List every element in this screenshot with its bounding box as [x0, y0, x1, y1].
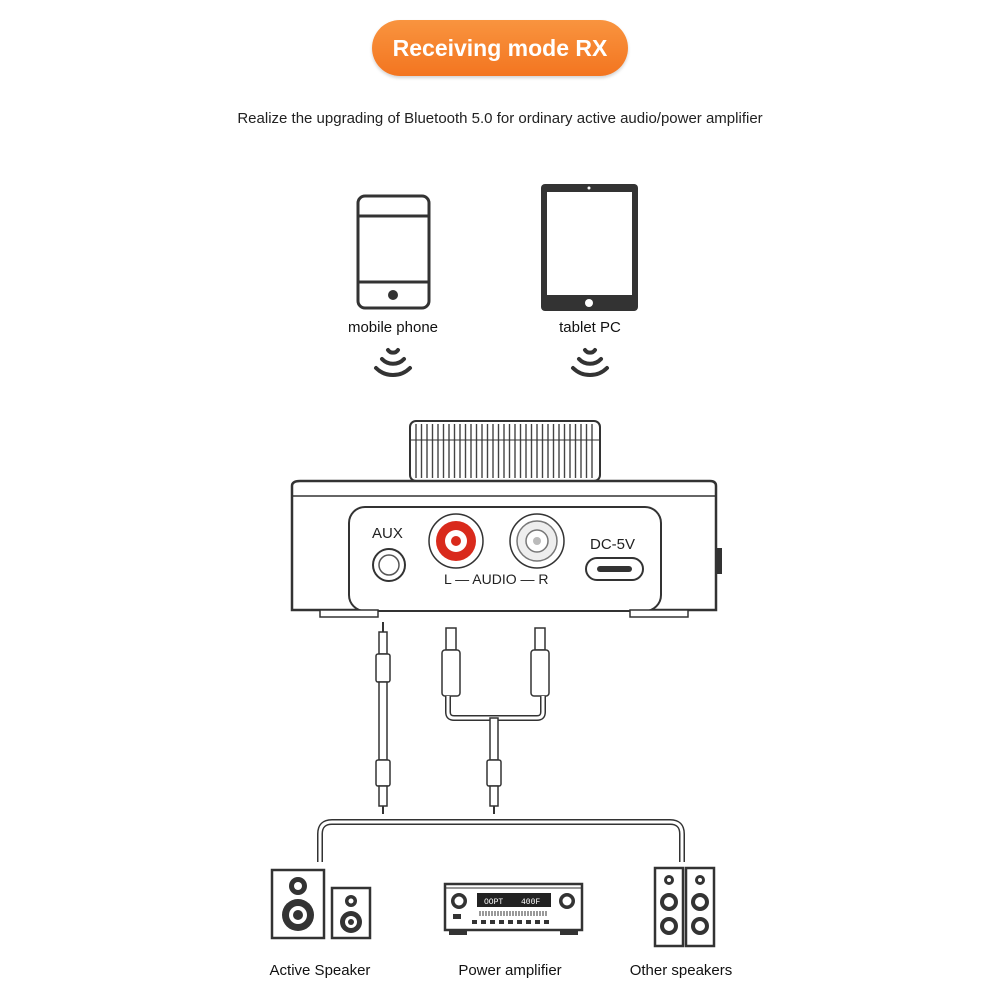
- source-label-tablet-pc: tablet PC: [559, 319, 621, 336]
- rca-y-cable: [441, 627, 550, 814]
- wireless-signal-icon: [571, 348, 609, 378]
- mode-title: Receiving mode RX: [372, 20, 628, 76]
- aux-port: [372, 548, 406, 582]
- amp-display-right: 400F: [521, 898, 540, 907]
- dc-label: DC-5V: [590, 536, 636, 553]
- active-speaker-icon: [270, 868, 372, 940]
- output-bracket: [317, 819, 685, 862]
- source-label-mobile-phone: mobile phone: [347, 319, 439, 336]
- volume-knob[interactable]: [409, 420, 601, 482]
- rca-right-port: [509, 513, 565, 569]
- aux-label: AUX: [372, 525, 403, 542]
- wireless-signal-icon: [374, 348, 412, 378]
- tablet-icon: [541, 184, 638, 311]
- bluetooth-receiver-device: [290, 479, 722, 618]
- rca-left-port: [428, 513, 484, 569]
- output-label-power-amplifier: Power amplifier: [458, 962, 562, 979]
- page-subtitle: Realize the upgrading of Bluetooth 5.0 f…: [237, 110, 763, 127]
- other-speakers-icon: [653, 866, 716, 948]
- mobile-phone-icon: [356, 194, 431, 310]
- output-label-other-speakers: Other speakers: [629, 962, 733, 979]
- aux-cable: [375, 622, 391, 814]
- amp-display-left: OOPT: [484, 898, 503, 907]
- power-amplifier-icon: OOPT 400F: [443, 882, 584, 935]
- audio-label: L — AUDIO — R: [444, 571, 549, 587]
- usb-c-port: [585, 557, 644, 581]
- output-label-active-speaker: Active Speaker: [269, 962, 371, 979]
